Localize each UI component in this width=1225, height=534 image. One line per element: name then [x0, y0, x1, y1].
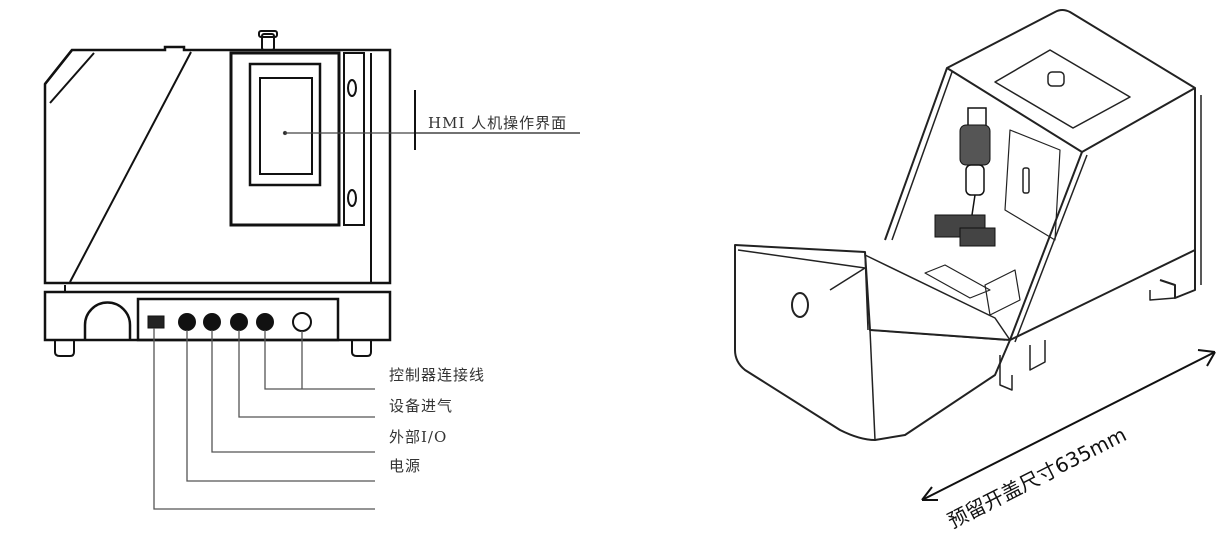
callout-air-inlet: 设备进气	[389, 397, 454, 415]
callout-external-io: 外部I/O	[389, 428, 448, 446]
port-row	[147, 312, 312, 332]
callout-controller-cable: 控制器连接线	[389, 366, 486, 384]
callout-hmi: HMI 人机操作界面	[428, 114, 568, 132]
dimension-label: 预留开盖尺寸635mm	[943, 422, 1131, 534]
callout-power: 电源	[389, 457, 422, 475]
front-view-drawing	[43, 30, 580, 510]
